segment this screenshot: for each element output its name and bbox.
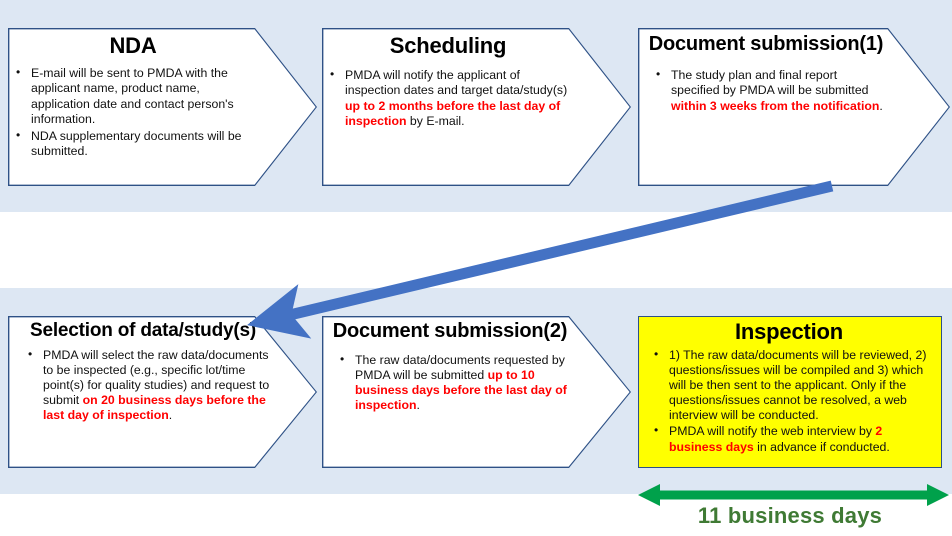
bullet-text: PMDA will notify the applicant of inspec… <box>345 67 568 98</box>
bullet-item: PMDA will select the raw data/documents … <box>26 347 274 424</box>
bullet-text: by E-mail. <box>406 114 465 129</box>
bullet-item: 1) The raw data/documents will be review… <box>652 347 936 424</box>
duration-double-arrow-icon <box>638 484 949 506</box>
bullet-item: PMDA will notify the web interview by 2 … <box>652 423 936 454</box>
process-box-scheduling-title: Scheduling <box>389 33 507 58</box>
bullet-item: NDA supplementary documents will be subm… <box>14 128 252 160</box>
process-box-document-submission-2-bullets: The raw data/documents requested by PMDA… <box>328 352 572 414</box>
bullet-item: PMDA will notify the applicant of inspec… <box>328 67 568 130</box>
bullet-emphasis: up to 2 months before the last day of in… <box>345 98 561 129</box>
bullet-text: . <box>168 408 173 423</box>
bullet-emphasis: within 3 weeks from the notification <box>671 98 880 113</box>
bullet-emphasis: up to 10 business days before the last d… <box>355 367 567 412</box>
bullet-item: E-mail will be sent to PMDA with the app… <box>14 65 252 128</box>
process-box-inspection-title: Inspection <box>734 319 843 344</box>
bullet-item: The study plan and final report specifie… <box>654 67 888 114</box>
bullet-text: 1) The raw data/documents will be review… <box>669 347 927 423</box>
process-box-scheduling-bullets: PMDA will notify the applicant of inspec… <box>328 67 568 130</box>
process-box-selection-of-data-studies-content: Selection of data/study(s) PMDA will sel… <box>8 316 276 468</box>
process-box-document-submission-1-title: Document submission(1) <box>648 33 884 55</box>
process-box-selection-of-data-studies-bullets: PMDA will select the raw data/documents … <box>12 347 274 424</box>
process-box-selection-of-data-studies-title: Selection of data/study(s) <box>29 320 256 341</box>
bullet-text: The study plan and final report specifie… <box>671 67 869 98</box>
bullet-text: NDA supplementary documents will be subm… <box>31 128 242 159</box>
process-box-document-submission-2-content: Document submission(2) The raw data/docu… <box>322 316 576 468</box>
bullet-text: . <box>416 397 420 412</box>
bullet-emphasis: 2 business days <box>669 424 883 454</box>
process-box-inspection-bullets: 1) The raw data/documents will be review… <box>642 347 936 455</box>
bullet-text: . <box>879 98 883 113</box>
bullet-text: E-mail will be sent to PMDA with the app… <box>31 65 234 127</box>
process-box-nda-bullets: E-mail will be sent to PMDA with the app… <box>14 65 252 160</box>
bullet-text: in advance if conducted. <box>753 439 890 454</box>
duration-label: 11 business days <box>697 503 883 528</box>
process-box-document-submission-1-bullets: The study plan and final report specifie… <box>644 67 888 114</box>
bullet-item: The raw data/documents requested by PMDA… <box>338 352 572 414</box>
process-box-scheduling-content: Scheduling PMDA will notify the applican… <box>322 28 574 186</box>
process-box-nda-content: NDA E-mail will be sent to PMDA with the… <box>8 28 258 186</box>
process-box-document-submission-2-title: Document submission(2) <box>332 320 568 342</box>
bullet-emphasis: on 20 business days before the last day … <box>43 392 266 423</box>
process-box-inspection-content: Inspection 1) The raw data/documents wil… <box>638 316 942 468</box>
process-box-document-submission-1-content: Document submission(1) The study plan an… <box>638 28 892 186</box>
process-box-nda-title: NDA <box>109 33 157 58</box>
bullet-text: PMDA will notify the web interview by <box>669 424 876 439</box>
bullet-text: The raw data/documents requested by PMDA… <box>355 352 565 382</box>
bullet-text: PMDA will select the raw data/documents … <box>43 347 270 407</box>
